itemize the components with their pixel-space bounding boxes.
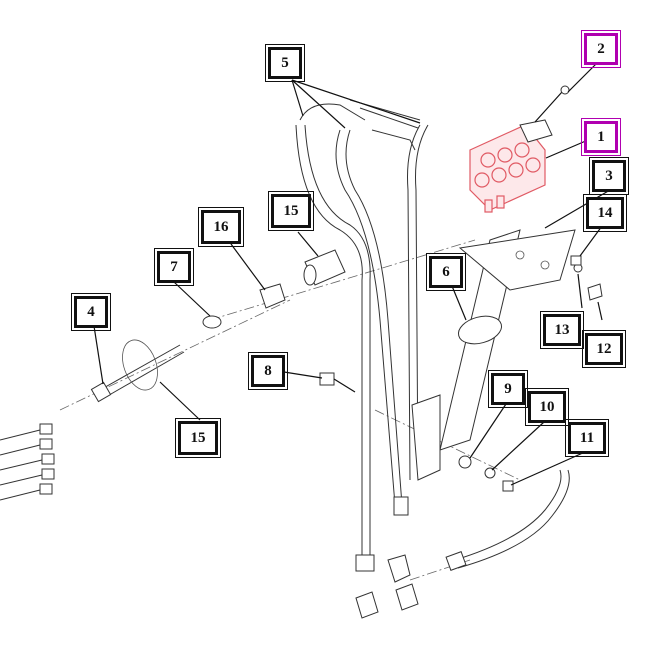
callout-10[interactable]: 10 <box>525 388 569 426</box>
callout-7[interactable]: 7 <box>154 248 194 286</box>
nut-small <box>570 255 582 266</box>
adapter-fitting <box>259 283 286 309</box>
control-valve <box>469 124 546 213</box>
callout-5[interactable]: 5 <box>265 44 305 82</box>
assembly-centerline <box>409 559 471 581</box>
callout-label: 15 <box>190 429 206 446</box>
callout-14[interactable]: 14 <box>583 194 627 232</box>
hose-assembly <box>90 339 185 403</box>
callout-label: 13 <box>554 321 570 338</box>
callout-15-coupler[interactable]: 15 <box>268 191 314 231</box>
callout-label: 1 <box>597 128 605 145</box>
return-hose <box>445 469 570 571</box>
callout-15-hose[interactable]: 15 <box>175 418 221 458</box>
callout-13[interactable]: 13 <box>540 311 584 349</box>
bolt <box>319 372 356 393</box>
spring-clamp <box>202 315 222 329</box>
leader-lines <box>93 61 611 486</box>
callout-label: 2 <box>597 40 605 57</box>
washer <box>458 455 472 469</box>
callout-label: 14 <box>597 204 613 221</box>
callout-8[interactable]: 8 <box>248 352 288 390</box>
lock-washer <box>484 467 496 479</box>
callout-label: 16 <box>213 218 229 235</box>
callout-16[interactable]: 16 <box>198 207 244 247</box>
hose-clamp <box>457 315 503 345</box>
callout-11[interactable]: 11 <box>565 419 609 457</box>
callout-4[interactable]: 4 <box>71 293 111 331</box>
callout-label: 8 <box>264 362 272 379</box>
control-lever <box>519 85 570 143</box>
callout-6[interactable]: 6 <box>426 253 466 291</box>
callout-3[interactable]: 3 <box>589 157 629 195</box>
nut <box>502 480 514 492</box>
assembly-centerline <box>209 239 476 321</box>
callout-label: 4 <box>87 303 95 320</box>
callout-label: 15 <box>283 202 299 219</box>
callout-9[interactable]: 9 <box>488 370 528 408</box>
callout-label: 7 <box>170 258 178 275</box>
hose-bundle <box>0 423 55 501</box>
callout-label: 9 <box>504 380 512 397</box>
callout-label: 3 <box>605 167 613 184</box>
hydraulic-hoses <box>295 99 429 560</box>
callout-label: 11 <box>579 429 595 446</box>
callout-2[interactable]: 2 <box>581 30 621 68</box>
callout-label: 12 <box>596 340 612 357</box>
quick-coupler <box>303 249 346 286</box>
bottom-fittings <box>355 496 419 619</box>
callout-12[interactable]: 12 <box>582 330 626 368</box>
callout-label: 10 <box>539 398 555 415</box>
callout-1[interactable]: 1 <box>581 118 621 156</box>
callout-label: 5 <box>281 54 289 71</box>
callout-label: 6 <box>442 263 450 280</box>
bolt-small <box>587 283 603 301</box>
